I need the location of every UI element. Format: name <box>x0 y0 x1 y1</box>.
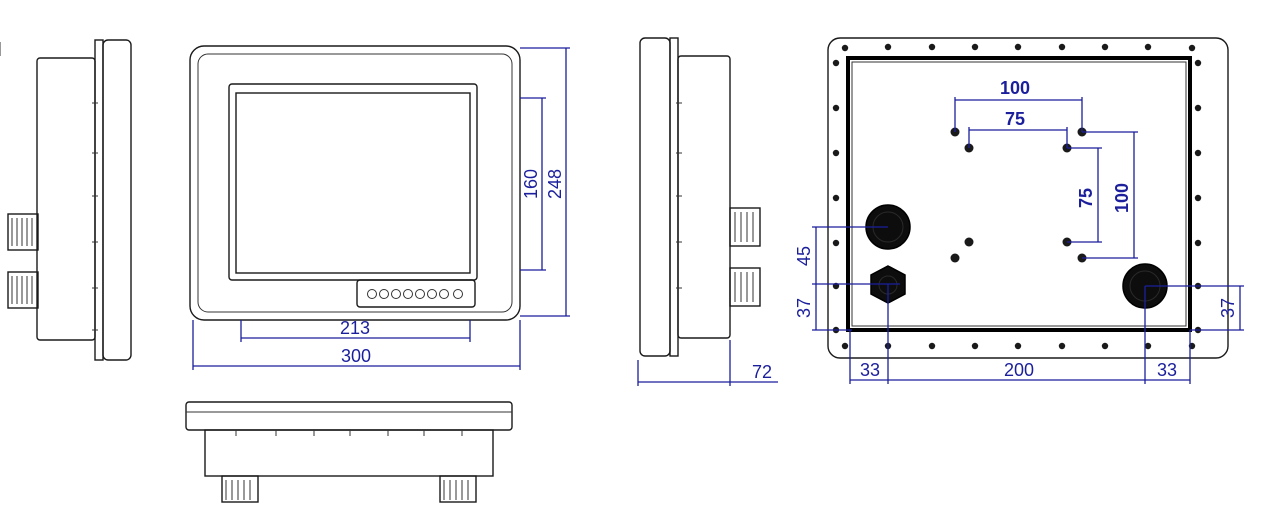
rear-dimensions <box>812 97 1244 384</box>
side-depth-dimension <box>637 340 778 386</box>
front-view <box>189 45 521 321</box>
dim-300: 300 <box>341 346 371 366</box>
dim-200: 200 <box>1004 360 1034 380</box>
dim-vesa-100-h: 100 <box>1000 78 1030 98</box>
front-dimensions <box>192 47 570 370</box>
right-side-view <box>639 37 761 357</box>
dim-vesa-100-v: 100 <box>1112 183 1132 213</box>
dim-vesa-75-h: 75 <box>1005 109 1025 129</box>
dim-37-left: 37 <box>794 298 814 318</box>
button-panel <box>356 279 476 308</box>
left-side-view <box>0 39 132 361</box>
dim-72: 72 <box>752 362 772 382</box>
dim-37-right: 37 <box>1218 298 1238 318</box>
dim-248: 248 <box>545 169 565 199</box>
dim-160: 160 <box>521 169 541 199</box>
vesa-holes <box>950 127 1087 263</box>
dim-45: 45 <box>794 246 814 266</box>
perimeter-bolts <box>832 43 1202 350</box>
front-buttons <box>367 289 463 299</box>
dim-vesa-75-v: 75 <box>1076 188 1096 208</box>
dim-213: 213 <box>340 318 370 338</box>
cable-glands <box>865 204 1168 309</box>
dim-33-right: 33 <box>1157 360 1177 380</box>
dim-33-left: 33 <box>860 360 880 380</box>
bottom-view <box>185 401 513 503</box>
